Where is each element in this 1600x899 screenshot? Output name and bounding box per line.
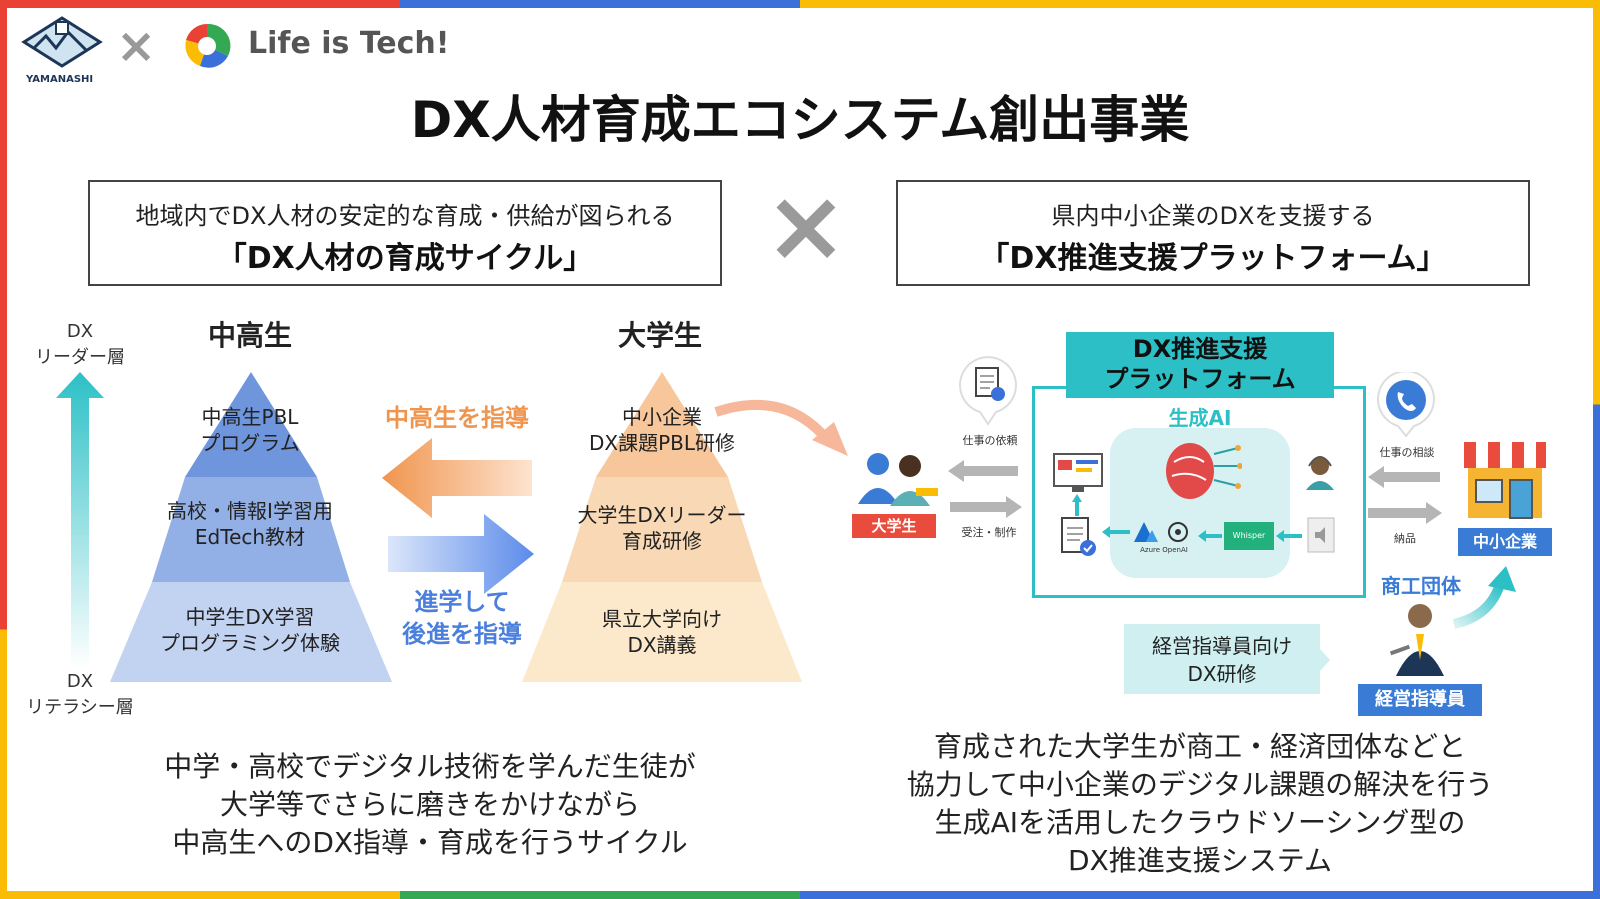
student-tag: 大学生 bbox=[852, 514, 936, 538]
sme-tag: 中小企業 bbox=[1458, 528, 1552, 556]
whisper-badge: Whisper bbox=[1224, 522, 1274, 550]
right-concept-box: 県内中小企業のDXを支援する 「DX推進支援プラットフォーム」 bbox=[896, 180, 1530, 286]
phone-consult-icon bbox=[1377, 372, 1435, 438]
pyramid-right-title: 大学生 bbox=[617, 319, 702, 352]
order-label: 受注・制作 bbox=[961, 526, 1017, 539]
arrow-left-small-3-icon bbox=[1102, 526, 1130, 538]
consult-label: 仕事の相談 bbox=[1379, 446, 1435, 459]
lifeistech-logo-icon bbox=[185, 23, 231, 68]
request-doc-icon bbox=[959, 356, 1017, 426]
yamanashi-logo-text: YAMANASHI bbox=[26, 74, 94, 85]
pyramid-right bbox=[522, 372, 802, 682]
left-description: 中学・高校でデジタル技術を学んだ生徒が 大学等でさらに磨きをかけながら 中高生へ… bbox=[164, 750, 696, 859]
arrow-left-small-icon bbox=[1198, 530, 1222, 542]
pyramid-right-tier-top bbox=[596, 372, 728, 477]
platform-title: DX推進支援プラットフォーム bbox=[1066, 332, 1334, 398]
training-arrow-icon bbox=[1304, 638, 1330, 682]
dashboard-monitor-icon bbox=[1053, 453, 1103, 492]
openai-icon bbox=[1168, 522, 1188, 542]
right-description: 育成された大学生が商工・経済団体などと 協力して中小企業のデジタル課題の解決を行… bbox=[906, 730, 1494, 877]
pyramid-left-tier-bottom bbox=[110, 582, 392, 682]
frame-top bbox=[0, 0, 1600, 8]
pyramid-left-tier-top bbox=[185, 372, 317, 477]
axis-top-label-1: DX bbox=[66, 321, 94, 342]
axis-bottom-label-2: リテラシー層 bbox=[26, 697, 134, 718]
advance-label: 進学して後進を指導 bbox=[402, 588, 522, 648]
pyramid-left-tier-3-text: 中学生DX学習プログラミング体験 bbox=[160, 605, 340, 655]
pyramid-left bbox=[110, 372, 392, 682]
students-icon bbox=[858, 453, 938, 506]
azure-icon bbox=[1134, 522, 1158, 542]
left-box-subtitle: 地域内でDX人材の安定的な育成・供給が図られる bbox=[135, 202, 675, 230]
document-check-icon bbox=[1061, 517, 1096, 556]
axis-top-label-2: リーダー層 bbox=[35, 347, 125, 368]
pyramid-right-tier-mid bbox=[562, 477, 762, 582]
arrow-right-gray-icon bbox=[950, 496, 1022, 518]
right-box-main: 「DX推進支援プラットフォーム」 bbox=[979, 241, 1447, 276]
guide-label: 中高生を指導 bbox=[385, 404, 529, 432]
left-concept-box: 地域内でDX人材の安定的な育成・供給が図られる 「DX人材の育成サイクル」 bbox=[88, 180, 722, 286]
axis-arrow-icon bbox=[56, 372, 104, 668]
operator-icon bbox=[1306, 456, 1334, 490]
axis-bottom-label-1: DX bbox=[66, 671, 94, 692]
pyramid-right-tier-bottom bbox=[522, 582, 802, 682]
advisor-tag: 経営指導員 bbox=[1358, 684, 1482, 716]
arrow-left-gray-2-icon bbox=[1368, 466, 1440, 488]
guide-arrow-icon bbox=[382, 438, 532, 518]
frame-right bbox=[1593, 0, 1600, 899]
times-icon: × bbox=[116, 18, 157, 74]
shop-icon bbox=[1464, 442, 1546, 519]
pyramid-left-tier-mid bbox=[152, 477, 350, 582]
curved-arrow-up-icon bbox=[1452, 566, 1516, 629]
brain-ai-icon bbox=[1166, 443, 1242, 499]
page-title: DX人材育成エコシステム創出事業 bbox=[410, 91, 1190, 149]
delivery-label: 納品 bbox=[1394, 532, 1416, 545]
advisor-icon bbox=[1389, 604, 1444, 676]
pyramid-right-tier-2-text: 大学生DXリーダー育成研修 bbox=[577, 503, 747, 553]
frame-left bbox=[0, 0, 7, 899]
center-times-icon: × bbox=[764, 167, 848, 284]
arrow-up-small-icon bbox=[1072, 494, 1082, 516]
assoc-label: 商工団体 bbox=[1381, 574, 1461, 598]
pyramid-left-title: 中高生 bbox=[207, 319, 292, 352]
request-label: 仕事の依頼 bbox=[962, 434, 1018, 447]
yamanashi-logo-icon bbox=[21, 16, 103, 68]
arrow-right-gray-2-icon bbox=[1368, 502, 1442, 524]
arrow-left-small-2-icon bbox=[1276, 530, 1302, 542]
azure-label: Azure OpenAI bbox=[1140, 546, 1188, 554]
left-box-main: 「DX人材の育成サイクル」 bbox=[216, 241, 594, 276]
ai-label: 生成AI bbox=[1168, 406, 1232, 430]
curved-arrow-icon bbox=[714, 399, 848, 456]
audio-file-icon bbox=[1307, 517, 1335, 553]
right-box-subtitle: 県内中小企業のDXを支援する bbox=[1051, 202, 1375, 230]
frame-bottom bbox=[0, 891, 1600, 899]
advance-arrow-icon bbox=[388, 514, 534, 594]
partner-name: Life is Tech! bbox=[248, 26, 450, 61]
arrow-left-gray-icon bbox=[948, 460, 1018, 482]
